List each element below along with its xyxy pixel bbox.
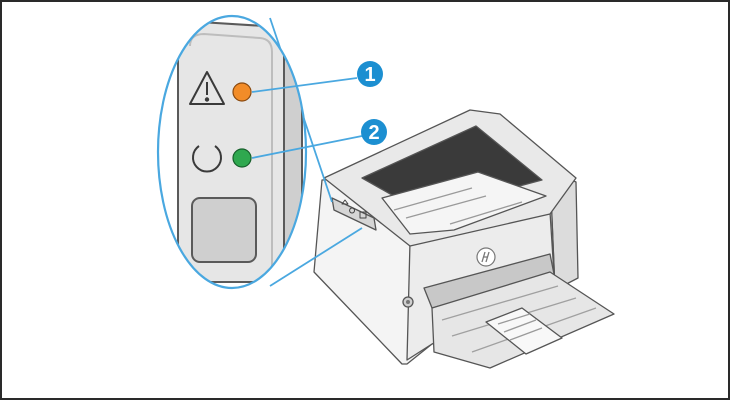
callout-2-badge [361,119,387,145]
callout-leaders [251,77,363,159]
callout-2-number: 2 [368,122,379,144]
printer-control-panel [331,197,377,231]
warning-triangle-icon [189,71,225,105]
output-paper-tray [381,171,547,235]
hp-logo-icon [476,247,496,267]
ready-light [232,148,252,168]
callout-1-number: 1 [364,64,375,86]
callout-1: 1 [357,61,383,87]
printer [313,109,615,369]
attention-light [232,82,252,102]
paper-guide [485,307,563,355]
zoom-ring [156,14,308,290]
callout-1-badge [357,61,383,87]
callout-2: 2 [361,119,387,145]
ready-circle-icon [192,145,222,173]
zoom-cancel-button [191,197,257,263]
control-panel-zoom [158,16,306,288]
